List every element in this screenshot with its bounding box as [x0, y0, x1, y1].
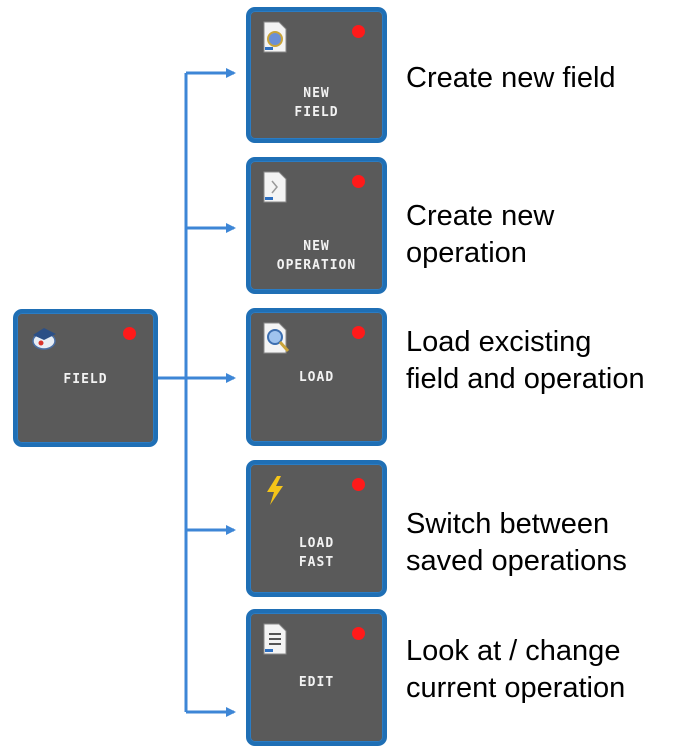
load-label: LOAD	[298, 370, 335, 385]
new-operation-button[interactable]: NEW OPERATION	[246, 157, 387, 294]
lightning-icon	[262, 474, 292, 508]
status-dot	[352, 326, 365, 339]
edit-button[interactable]: EDIT	[246, 609, 387, 746]
field-button-label: FIELD	[63, 372, 108, 387]
load-fast-button[interactable]: LOAD FAST	[246, 460, 387, 597]
status-dot	[352, 478, 365, 491]
status-dot	[352, 25, 365, 38]
new-field-icon	[262, 21, 292, 55]
new-field-label: NEW FIELD	[294, 86, 339, 120]
edit-description: Look at / change current operation	[406, 635, 626, 704]
load-button[interactable]: LOAD	[246, 308, 387, 446]
edit-label: EDIT	[298, 675, 335, 690]
load-fast-description: Switch between saved operations	[406, 508, 627, 577]
new-field-button[interactable]: NEW FIELD	[246, 7, 387, 143]
status-dot	[352, 627, 365, 640]
load-icon	[262, 322, 292, 356]
field-button[interactable]: FIELD	[13, 309, 158, 447]
status-dot	[352, 175, 365, 188]
load-description: Load excisting field and operation	[406, 326, 645, 395]
new-operation-label: NEW OPERATION	[276, 239, 357, 273]
cap-icon	[29, 323, 59, 357]
load-fast-label: LOAD FAST	[298, 536, 335, 570]
new-operation-icon	[262, 171, 292, 205]
edit-icon	[262, 623, 292, 657]
status-dot	[123, 327, 136, 340]
new-operation-description: Create new operation	[406, 200, 555, 269]
new-field-description: Create new field	[406, 62, 616, 94]
